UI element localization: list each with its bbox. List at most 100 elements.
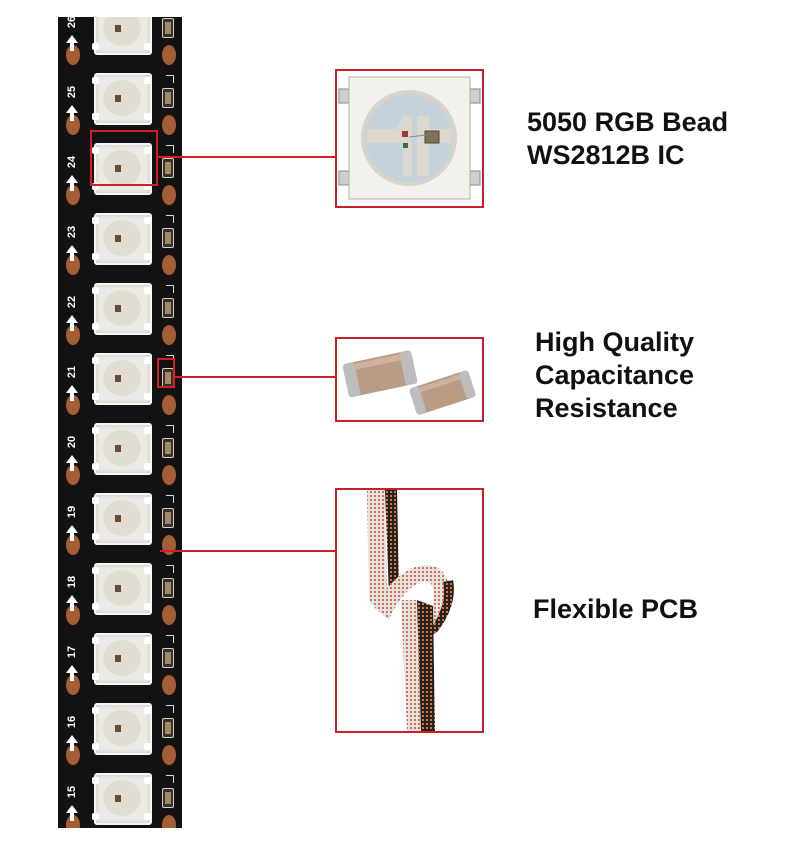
smd-capacitor: [162, 158, 174, 178]
direction-arrow-icon: [66, 385, 78, 393]
silkscreen-mark: [166, 75, 174, 83]
segment-number: 23: [66, 225, 78, 239]
led-chip: [115, 235, 121, 242]
direction-arrow-icon: [66, 665, 78, 673]
led-chip: [115, 25, 121, 32]
led-pin: [92, 777, 99, 784]
led-pin: [92, 637, 99, 644]
copper-pad: [66, 605, 80, 625]
copper-pad: [66, 535, 80, 555]
led-pin: [92, 183, 99, 190]
silkscreen-mark: [166, 565, 174, 573]
led-lens: [103, 780, 141, 816]
bead-label-line-1: 5050 RGB Bead: [527, 107, 729, 137]
smd-capacitor: [162, 718, 174, 738]
led-pin: [92, 217, 99, 224]
capacitor-closeup-box: [335, 337, 484, 422]
smd-capacitor: [162, 578, 174, 598]
copper-pad: [66, 395, 80, 415]
pcb-label-line-1: Flexible PCB: [533, 594, 699, 624]
connector-line-capacitor: [175, 376, 336, 378]
rgb-bead-image: [338, 76, 481, 200]
direction-arrow-stem: [70, 43, 74, 51]
led-chip: [115, 375, 121, 382]
segment-number: 19: [66, 505, 78, 519]
bead-label: 5050 RGB Bead WS2812B IC: [527, 106, 728, 172]
segment-number: 25: [66, 85, 78, 99]
segment-number: 21: [66, 365, 78, 379]
direction-arrow-stem: [70, 463, 74, 471]
led-chip: [115, 655, 121, 662]
direction-arrow-stem: [70, 113, 74, 121]
direction-arrow-icon: [66, 595, 78, 603]
copper-pad: [162, 185, 176, 205]
silkscreen-mark: [166, 495, 174, 503]
led-pin: [92, 463, 99, 470]
copper-pad: [162, 115, 176, 135]
led-lens: [103, 710, 141, 746]
pcb-label: Flexible PCB: [533, 593, 698, 626]
copper-pad: [162, 745, 176, 765]
direction-arrow-stem: [70, 673, 74, 681]
led-pin: [92, 673, 99, 680]
direction-arrow-stem: [70, 323, 74, 331]
smd-capacitor: [162, 88, 174, 108]
led-lens: [103, 290, 141, 326]
direction-arrow-stem: [70, 533, 74, 541]
connector-line-bead: [158, 156, 336, 158]
led-pin: [92, 77, 99, 84]
smd-capacitor: [162, 438, 174, 458]
led-pin: [144, 217, 151, 224]
led-chip: [115, 585, 121, 592]
silkscreen-mark: [166, 775, 174, 783]
bead-closeup-box: [335, 69, 484, 208]
led-pin: [92, 393, 99, 400]
segment-number: 16: [66, 715, 78, 729]
direction-arrow-icon: [66, 105, 78, 113]
copper-pad: [66, 115, 80, 135]
led-bead: [92, 563, 152, 615]
led-lens: [103, 17, 141, 46]
capacitor-image: [342, 350, 476, 415]
direction-arrow-icon: [66, 455, 78, 463]
silkscreen-mark: [166, 145, 174, 153]
led-pin: [144, 813, 151, 820]
led-pin: [144, 673, 151, 680]
copper-pad: [66, 675, 80, 695]
led-lens: [103, 220, 141, 256]
led-pin: [92, 497, 99, 504]
copper-pad: [162, 395, 176, 415]
led-pin: [92, 533, 99, 540]
led-pin: [144, 427, 151, 434]
led-chip: [115, 165, 121, 172]
copper-pad: [66, 255, 80, 275]
led-pin: [144, 43, 151, 50]
pcb-closeup-box: [335, 488, 484, 733]
capacitor-label-line-1: High Quality: [535, 327, 695, 357]
copper-pad: [162, 815, 176, 828]
led-lens: [103, 570, 141, 606]
led-pin: [144, 497, 151, 504]
led-lens: [103, 500, 141, 536]
led-pin: [92, 743, 99, 750]
led-bead: [92, 423, 152, 475]
copper-pad: [162, 255, 176, 275]
led-chip: [115, 795, 121, 802]
led-bead: [92, 493, 152, 545]
led-pin: [92, 253, 99, 260]
led-pin: [92, 323, 99, 330]
led-pin: [92, 567, 99, 574]
led-bead: [92, 633, 152, 685]
led-pin: [144, 533, 151, 540]
copper-pad: [66, 815, 80, 828]
smd-capacitor: [162, 18, 174, 38]
led-bead: [92, 143, 152, 195]
direction-arrow-stem: [70, 603, 74, 611]
led-chip: [115, 725, 121, 732]
direction-arrow-icon: [66, 175, 78, 183]
smd-capacitor: [162, 228, 174, 248]
led-bead: [92, 353, 152, 405]
capacitor-label: High Quality Capacitance Resistance: [535, 326, 694, 425]
segment-number: 24: [66, 155, 78, 169]
led-pin: [92, 113, 99, 120]
